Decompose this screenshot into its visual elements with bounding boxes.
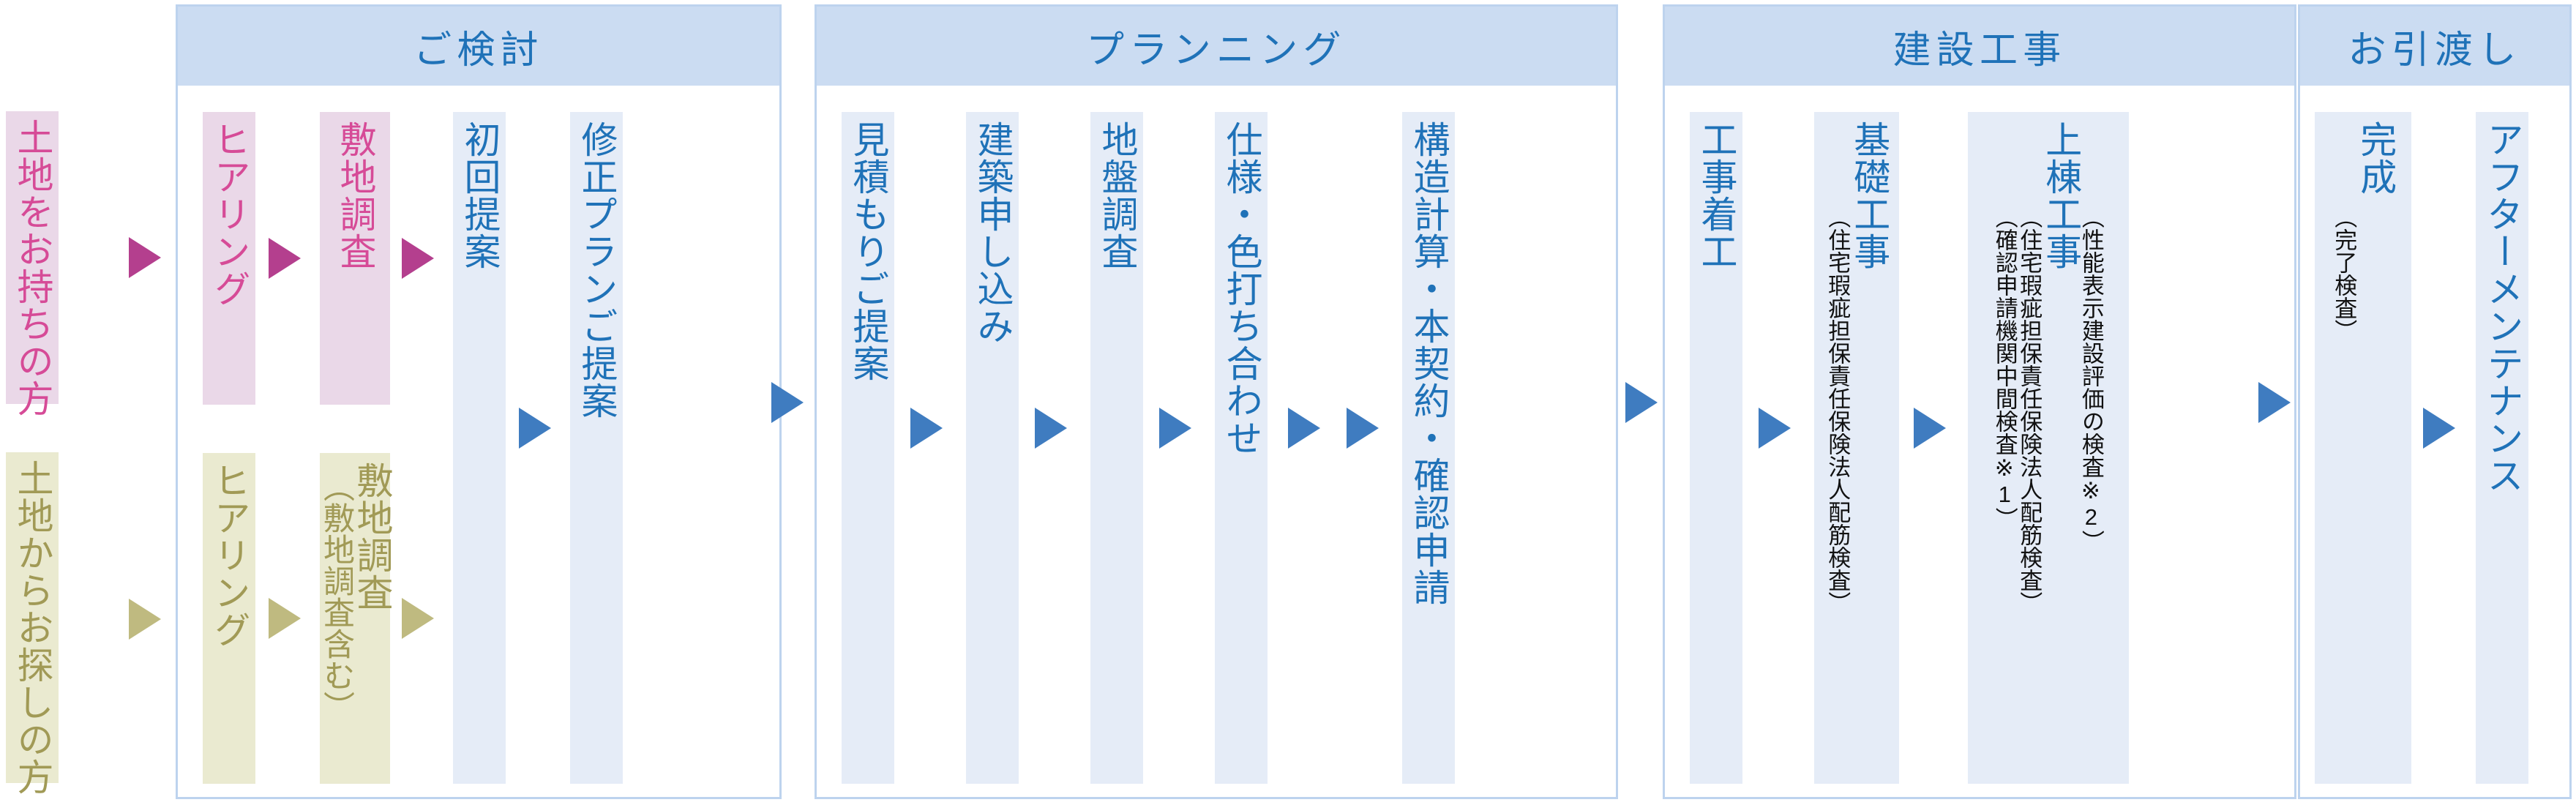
step-first-proposal[interactable]: 初回提案 <box>453 112 506 784</box>
step-estimate-proposal[interactable]: 見積もりご提案 <box>842 112 894 784</box>
arrow-ground-survey-to-spec <box>1159 408 1191 449</box>
entry-label-land-owner: 土地をお持ちの方 <box>12 119 53 417</box>
section-consideration: ご検討 ヒアリング 敷地調査 ヒアリング 敷地調査 （敷地調査含む） <box>176 4 782 799</box>
step-structural-contract-application[interactable]: 構造計算・本契約・確認申請 <box>1402 112 1455 784</box>
step-foundation-content: 基礎工事 （住宅瑕疵担保責任保険法人配筋検査） <box>1824 112 1890 784</box>
step-hearing-pink[interactable]: ヒアリング <box>203 112 255 405</box>
step-note-framing-performance-evaluation: （性能表示建設評価の検査※2） <box>2078 206 2104 553</box>
section-handover: お引渡し 完成 （完了検査） アフターメンテナンス <box>2298 4 2572 799</box>
step-note-foundation-insurance-rebar: （住宅瑕疵担保責任保険法人配筋検査） <box>1824 206 1851 614</box>
arrow-pink-entry-to-hearing <box>129 237 161 278</box>
step-completion[interactable]: 完成 （完了検査） <box>2315 112 2411 784</box>
arrow-foundation-to-framing <box>1914 408 1946 449</box>
arrow-completion-to-maintenance <box>2423 408 2455 449</box>
arrow-estimate-to-application <box>910 408 943 449</box>
section-construction: 建設工事 工事着工 基礎工事 （住宅瑕疵担保責任保険法人配筋検査） （性能表示建… <box>1663 4 2296 799</box>
entry-column: 土地をお持ちの方 土地からお探しの方 <box>0 0 176 805</box>
section-body-construction: 工事着工 基礎工事 （住宅瑕疵担保責任保険法人配筋検査） （性能表示建設評価の検… <box>1665 86 2294 797</box>
step-label-revised-plan-proposal: 修正プランご提案 <box>576 121 618 419</box>
step-site-survey-olive[interactable]: 敷地調査 （敷地調査含む） <box>318 453 393 784</box>
step-label-construction-start: 工事着工 <box>1696 121 1737 270</box>
step-hearing-olive[interactable]: ヒアリング <box>203 453 255 784</box>
step-label-hearing-olive: ヒアリング <box>209 462 250 648</box>
section-planning: プランニング 見積もりご提案 建築申し込み 地盤調査 仕様・色打ち合わせ 構造計… <box>815 4 1618 799</box>
arrow-first-to-revised-proposal <box>519 408 551 449</box>
step-site-survey-pink[interactable]: 敷地調査 <box>320 112 390 405</box>
step-label-foundation-work: 基礎工事 <box>1849 121 1890 270</box>
step-label-framing-work: 上棟工事 <box>2040 121 2082 270</box>
step-label-after-maintenance: アフターメンテナンス <box>2482 121 2523 494</box>
step-framing-work[interactable]: （性能表示建設評価の検査※2） 上棟工事 （住宅瑕疵担保責任保険法人配筋検査） … <box>1968 112 2129 784</box>
step-framing-content: （性能表示建設評価の検査※2） 上棟工事 （住宅瑕疵担保責任保険法人配筋検査） … <box>1991 112 2104 784</box>
step-note-site-survey-olive: （敷地調査含む） <box>318 471 354 722</box>
step-label-completion: 完成 <box>2355 121 2397 195</box>
arrow-consideration-to-planning <box>771 382 804 423</box>
section-title-planning: プランニング <box>1086 29 1347 72</box>
arrow-olive-survey-to-proposal <box>402 598 434 639</box>
step-label-structural-contract-application: 構造計算・本契約・確認申請 <box>1408 121 1450 606</box>
step-note-framing-interim-inspection: （確認申請機関中間検査※1） <box>1991 206 2018 530</box>
step-spec-color-meeting[interactable]: 仕様・色打ち合わせ <box>1215 112 1268 784</box>
arrow-olive-entry-to-hearing <box>129 599 161 640</box>
step-ground-survey[interactable]: 地盤調査 <box>1090 112 1143 784</box>
step-construction-start[interactable]: 工事着工 <box>1690 112 1742 784</box>
section-body-handover: 完成 （完了検査） アフターメンテナンス <box>2300 86 2569 797</box>
arrow-start-to-foundation <box>1759 408 1791 449</box>
step-label-hearing-pink: ヒアリング <box>209 121 250 307</box>
step-label-spec-color-meeting: 仕様・色打ち合わせ <box>1221 121 1262 457</box>
arrow-planning-to-construction <box>1625 382 1658 423</box>
section-header-consideration: ご検討 <box>178 7 779 86</box>
step-completion-content: 完成 （完了検査） <box>2331 112 2397 784</box>
step-note-completion-inspection: （完了検査） <box>2331 206 2357 342</box>
section-body-consideration: ヒアリング 敷地調査 ヒアリング 敷地調査 （敷地調査含む） 初回提案 <box>178 86 779 797</box>
step-foundation-work[interactable]: 基礎工事 （住宅瑕疵担保責任保険法人配筋検査） <box>1814 112 1899 784</box>
step-after-maintenance[interactable]: アフターメンテナンス <box>2476 112 2528 784</box>
step-building-application[interactable]: 建築申し込み <box>966 112 1019 784</box>
step-label-estimate-proposal: 見積もりご提案 <box>847 121 889 382</box>
step-label-site-survey-olive: 敷地調査 <box>351 462 393 611</box>
step-label-first-proposal: 初回提案 <box>459 121 501 270</box>
section-header-handover: お引渡し <box>2300 7 2569 86</box>
arrow-pink-hearing-to-survey <box>269 238 301 279</box>
step-note-framing-insurance-rebar: （住宅瑕疵担保責任保険法人配筋検査） <box>2016 206 2043 614</box>
step-label-site-survey-pink: 敷地調査 <box>334 121 376 270</box>
arrow-spec-to-structure-1 <box>1288 408 1320 449</box>
step-label-building-application: 建築申し込み <box>972 121 1014 345</box>
arrow-spec-to-structure-2 <box>1347 408 1379 449</box>
arrow-olive-hearing-to-survey <box>269 598 301 639</box>
section-header-construction: 建設工事 <box>1665 7 2294 86</box>
step-revised-plan-proposal[interactable]: 修正プランご提案 <box>570 112 623 784</box>
arrow-construction-to-handover <box>2258 382 2291 423</box>
arrow-pink-survey-to-proposal <box>402 238 434 279</box>
entry-label-land-seeker: 土地からお探しの方 <box>12 460 53 795</box>
section-title-construction: 建設工事 <box>1892 29 2067 72</box>
section-body-planning: 見積もりご提案 建築申し込み 地盤調査 仕様・色打ち合わせ 構造計算・本契約・確… <box>817 86 1616 797</box>
step-site-survey-olive-content: 敷地調査 （敷地調査含む） <box>318 453 393 784</box>
entry-box-land-seeker[interactable]: 土地からお探しの方 <box>6 452 59 795</box>
section-title-handover: お引渡し <box>2348 29 2522 72</box>
arrow-application-to-ground-survey <box>1035 408 1067 449</box>
section-header-planning: プランニング <box>817 7 1616 86</box>
entry-box-land-owner[interactable]: 土地をお持ちの方 <box>6 111 59 417</box>
section-title-consideration: ご検討 <box>413 29 544 72</box>
step-label-ground-survey: 地盤調査 <box>1096 121 1138 270</box>
